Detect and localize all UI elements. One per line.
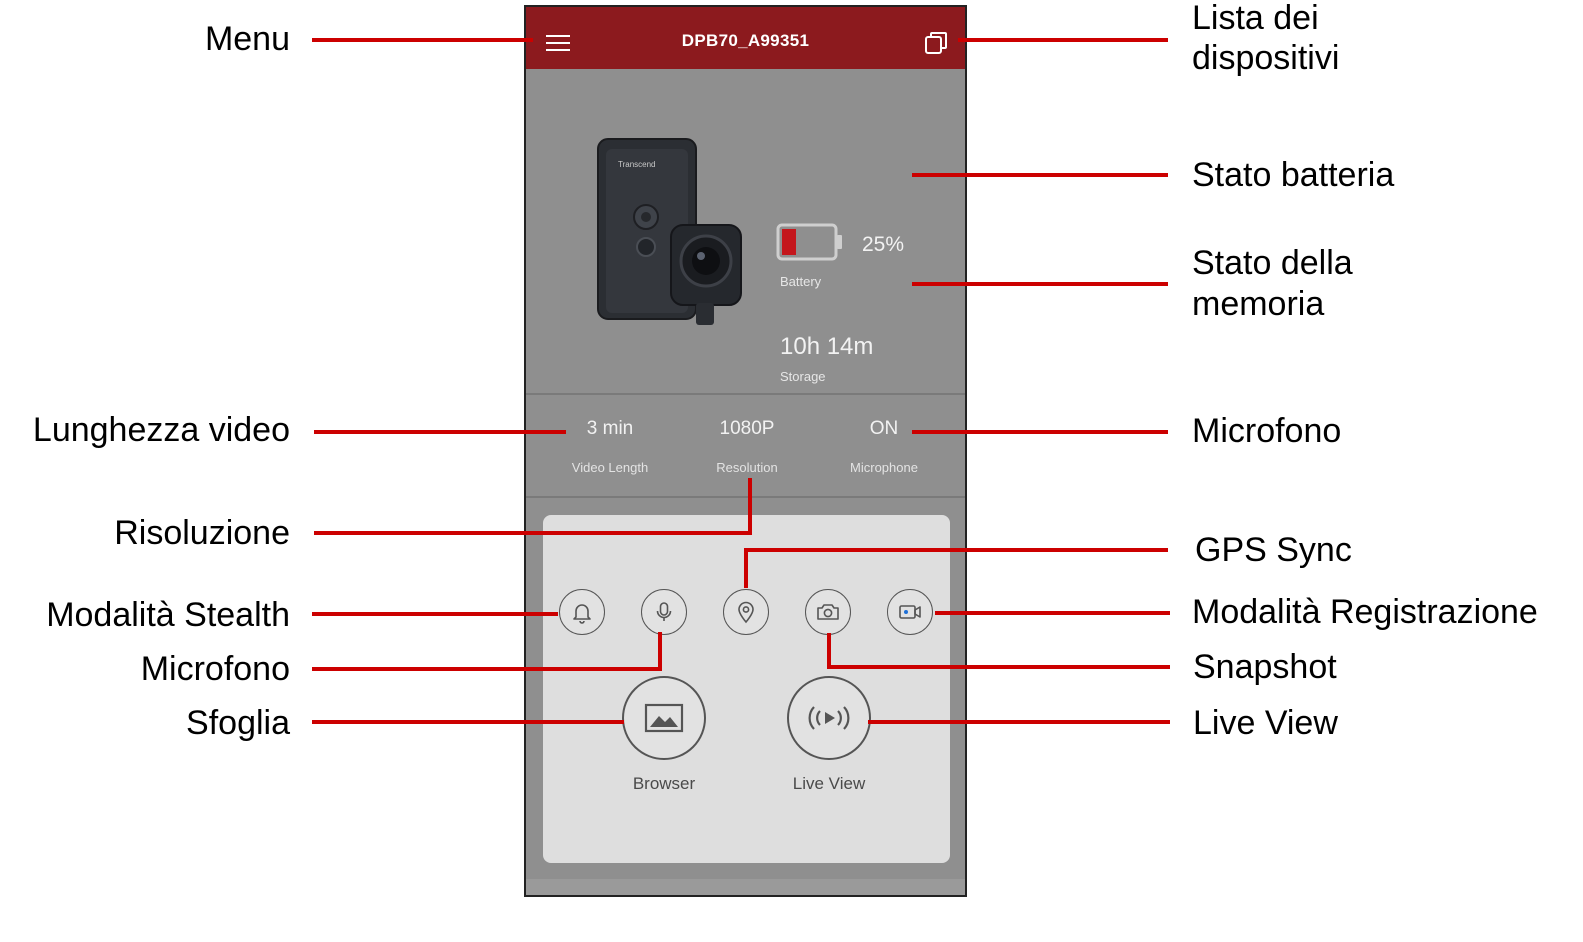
divider xyxy=(526,393,965,395)
svg-text:Transcend: Transcend xyxy=(618,160,656,169)
location-pin-icon xyxy=(738,601,754,624)
callout-resolution: Risoluzione xyxy=(114,514,290,552)
image-gallery-icon xyxy=(644,703,684,733)
bottom-strip xyxy=(526,879,965,895)
callout-device-list-line2: dispositivi xyxy=(1192,39,1340,77)
battery-label: Battery xyxy=(780,274,822,289)
body-camera-image: Transcend xyxy=(597,138,742,325)
callout-device-list-line1: Lista dei xyxy=(1192,0,1319,37)
microphone-setting[interactable]: ON Microphone xyxy=(814,418,954,475)
camera-icon xyxy=(817,604,839,620)
callout-memory-line1: Stato della xyxy=(1192,244,1353,282)
top-bar: DPB70_A99351 xyxy=(526,7,965,69)
stealth-mode-button[interactable] xyxy=(559,589,605,635)
live-broadcast-icon xyxy=(808,706,850,730)
callout-menu: Menu xyxy=(204,20,290,58)
microphone-toggle-button[interactable] xyxy=(641,589,687,635)
gps-sync-button[interactable] xyxy=(723,589,769,635)
menu-icon[interactable] xyxy=(546,35,570,53)
app-screen: DPB70_A99351 Transcend 25% Battery xyxy=(524,5,967,897)
browser-label: Browser xyxy=(632,774,696,793)
microphone-label: Microphone xyxy=(850,460,918,475)
live-view-label: Live View xyxy=(792,774,866,793)
browser-button[interactable] xyxy=(622,676,706,760)
device-title: DPB70_A99351 xyxy=(681,31,810,50)
divider xyxy=(526,496,965,498)
callout-battery: Stato batteria xyxy=(1192,156,1395,194)
callout-snapshot: Snapshot xyxy=(1193,648,1337,686)
bell-icon xyxy=(573,604,591,624)
storage-remaining: 10h 14m xyxy=(780,333,874,360)
callout-microphone-toggle: Microfono xyxy=(140,650,290,688)
callout-browse: Sfoglia xyxy=(186,704,290,742)
microphone-value: ON xyxy=(869,418,899,439)
record-mode-button[interactable] xyxy=(887,589,933,635)
callout-record-mode: Modalità Registrazione xyxy=(1192,593,1538,631)
callout-memory-line2: memoria xyxy=(1192,285,1325,323)
device-list-icon[interactable] xyxy=(924,31,948,55)
video-camera-icon xyxy=(899,605,921,619)
resolution-value: 1080P xyxy=(719,418,775,439)
callout-video-length: Lunghezza video xyxy=(32,411,290,449)
battery-icon xyxy=(776,223,842,261)
video-length-value: 3 min xyxy=(586,418,634,439)
resolution-label: Resolution xyxy=(716,460,778,475)
callout-microphone-setting: Microfono xyxy=(1192,412,1342,450)
battery-percentage: 25% xyxy=(862,233,905,256)
callout-live-view: Live View xyxy=(1193,704,1338,742)
storage-label: Storage xyxy=(780,369,826,384)
snapshot-button[interactable] xyxy=(805,589,851,635)
control-panel: Browser Live View xyxy=(543,515,950,863)
video-length-label: Video Length xyxy=(571,460,649,475)
callout-stealth: Modalità Stealth xyxy=(46,596,290,634)
resolution-setting[interactable]: 1080P Resolution xyxy=(677,418,817,475)
callout-gps-sync: GPS Sync xyxy=(1195,531,1352,569)
device-status-area: Transcend 25% Battery 10h 14m Storage xyxy=(526,69,965,395)
live-view-button[interactable] xyxy=(787,676,871,760)
video-length-setting[interactable]: 3 min Video Length xyxy=(540,418,680,475)
microphone-icon xyxy=(656,602,672,621)
